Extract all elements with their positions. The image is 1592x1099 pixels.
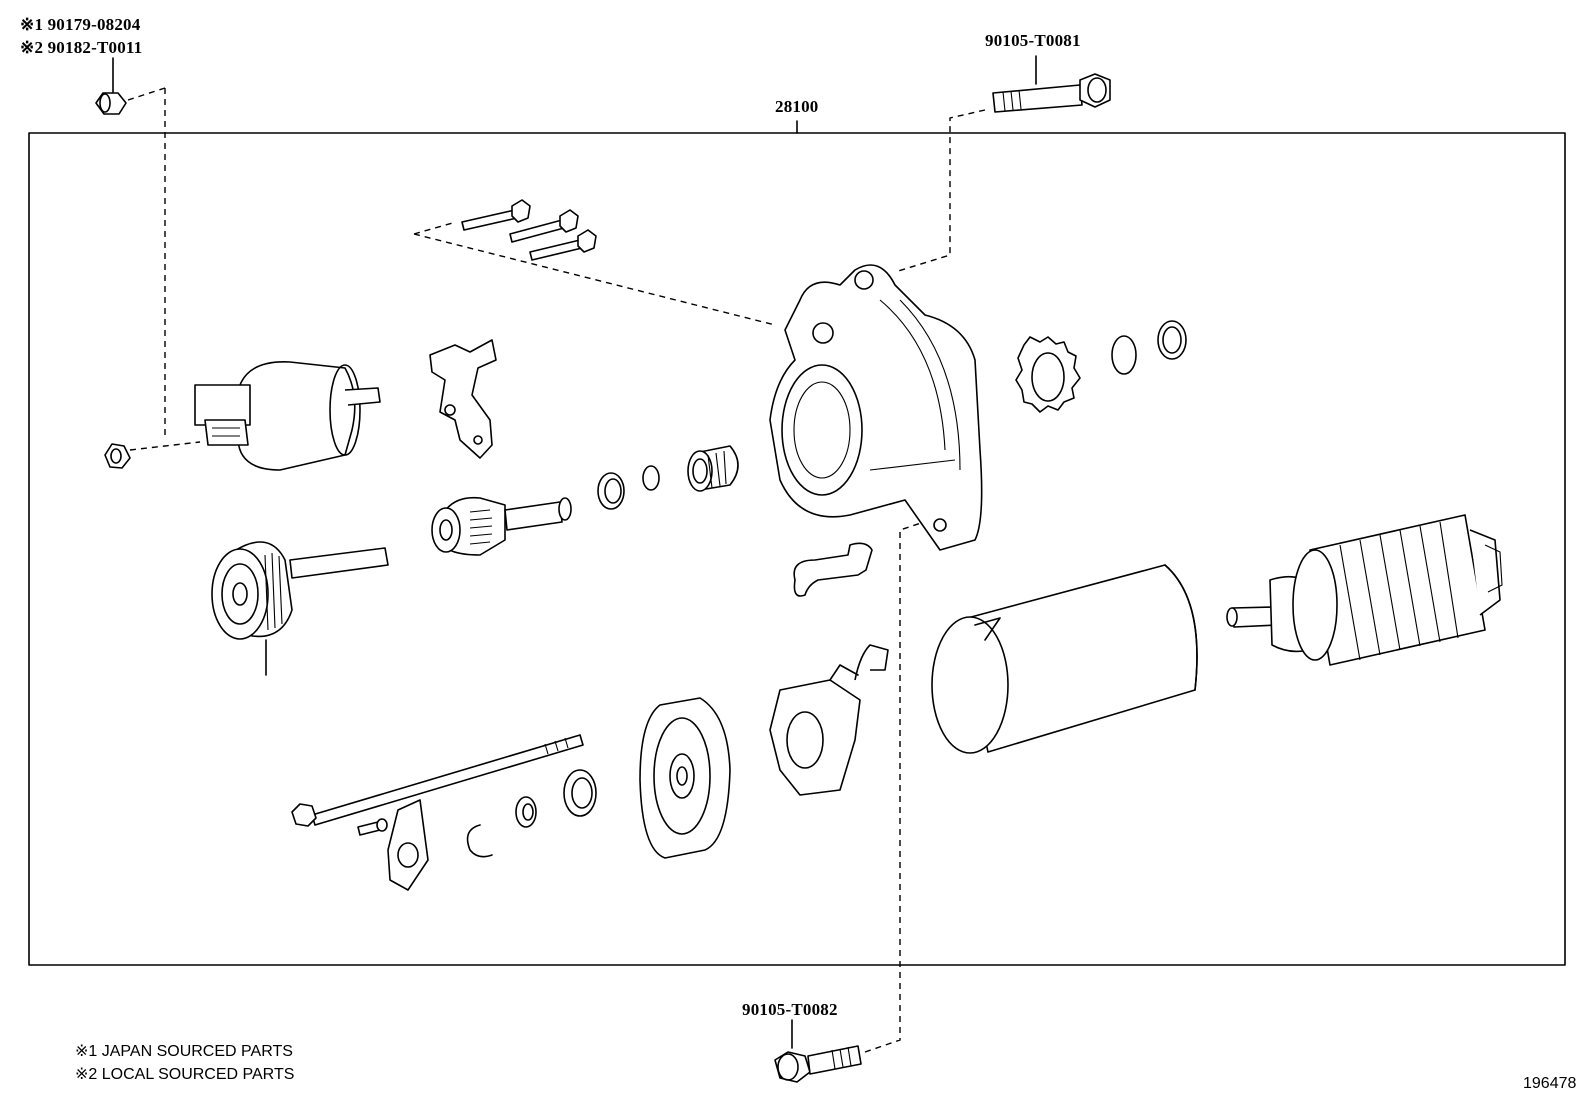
washers-and-bearing	[597, 445, 739, 510]
bolt-bottom	[774, 519, 931, 1083]
end-frame	[639, 697, 731, 859]
bottom-washers	[466, 769, 597, 858]
small-bolts	[413, 199, 776, 326]
drive-lever	[429, 339, 497, 459]
note-local-sourced: ※2 LOCAL SOURCED PARTS	[75, 1066, 295, 1083]
starter-housing	[769, 264, 983, 551]
nut-japan-label: ※1 90179-08204	[20, 15, 141, 34]
nut-left	[104, 443, 131, 469]
planetary-gear-shaft	[211, 541, 389, 676]
bolt-top-right-label: 90105-T0081	[985, 31, 1081, 50]
armature	[1226, 514, 1503, 666]
pinion-gear	[1015, 320, 1187, 413]
note-japan-sourced: ※1 JAPAN SOURCED PARTS	[75, 1043, 293, 1060]
bolt-top-right	[894, 55, 1111, 273]
brush-holder	[769, 644, 889, 796]
field-frame	[931, 564, 1198, 754]
bolt-bottom-label: 90105-T0082	[742, 1000, 838, 1019]
illustration-id: 196478	[1523, 1075, 1577, 1092]
main-assembly-label: 28100	[775, 97, 819, 116]
bearing-plate	[357, 799, 429, 891]
solenoid	[129, 361, 381, 471]
grommet	[793, 542, 873, 597]
pinion-shaft	[431, 496, 572, 556]
nut-local-label: ※2 90182-T0011	[20, 38, 143, 57]
through-bolt	[291, 734, 584, 827]
nut-top-left	[95, 57, 166, 440]
